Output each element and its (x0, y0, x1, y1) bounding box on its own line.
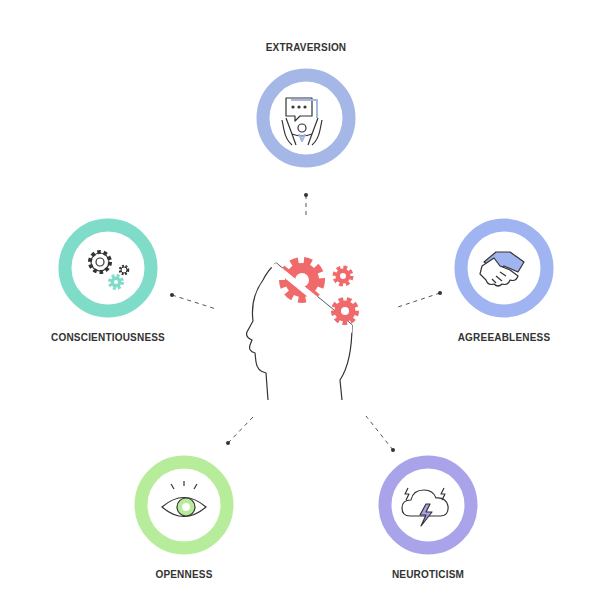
leader-lines (172, 195, 440, 450)
extraversion-icon (282, 98, 322, 145)
trait-label: EXTRAVERSION (266, 42, 347, 54)
openness-icon (162, 481, 206, 517)
conscientiousness-icon (90, 252, 128, 288)
extraversion-circle: EXTRAVERSION (256, 68, 356, 168)
ring-outline (454, 218, 554, 318)
trait-label: CONSCIENTIOUSNESS (51, 332, 165, 344)
head-illustration (247, 262, 356, 400)
leader-dots (170, 193, 442, 452)
neuroticism-icon (402, 488, 448, 526)
openness-circle: OPENNESS (134, 455, 234, 555)
trait-label: AGREEABLENESS (458, 332, 551, 344)
neuroticism-circle: NEUROTICISM (378, 455, 478, 555)
ring-outline (256, 68, 356, 168)
agreeableness-icon (480, 252, 524, 286)
trait-label: OPENNESS (155, 569, 212, 581)
agreeableness-circle: AGREEABLENESS (454, 218, 554, 318)
ring-outline (378, 455, 478, 555)
ring-outline (134, 455, 234, 555)
ring-outline (58, 218, 158, 318)
trait-label: NEUROTICISM (392, 569, 464, 581)
conscientiousness-circle: CONSCIENTIOUSNESS (58, 218, 158, 318)
